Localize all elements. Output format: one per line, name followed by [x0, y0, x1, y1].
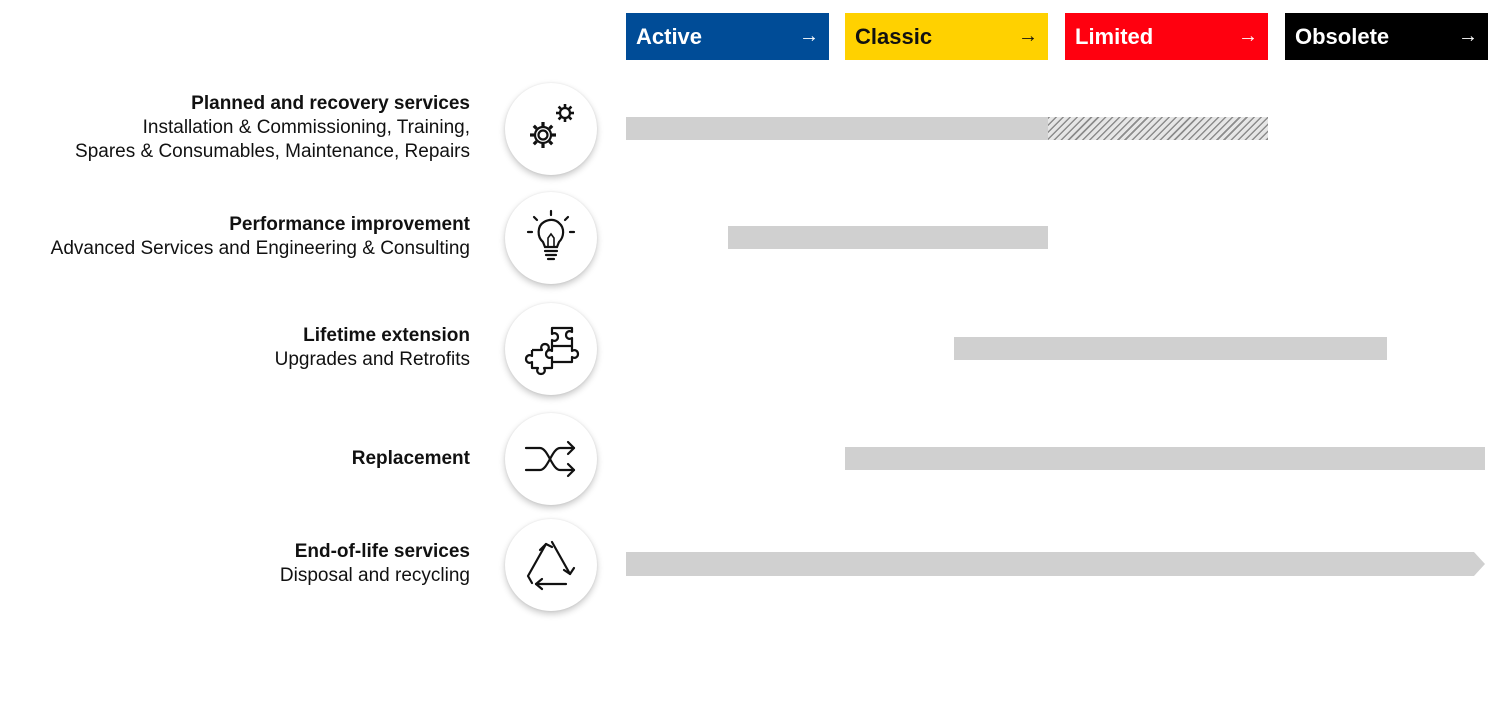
arrow-right-icon: →: [1238, 25, 1258, 47]
service-title: End-of-life services: [294, 541, 470, 562]
phase-active: Active →: [626, 13, 829, 60]
service-title: Lifetime extension: [303, 325, 470, 346]
service-performance-improvement-text: Performance improvement Advanced Service…: [0, 213, 470, 261]
service-description: Advanced Services and Engineering & Cons…: [50, 238, 470, 259]
coverage-bar-planned-recovery-limited: [1048, 117, 1268, 140]
service-title: Replacement: [351, 448, 470, 469]
service-description: Upgrades and Retrofits: [274, 349, 470, 370]
phase-obsolete: Obsolete →: [1285, 13, 1488, 60]
service-title: Planned and recovery services: [191, 93, 470, 114]
coverage-bar-replacement: [845, 447, 1485, 470]
phase-label: Classic: [855, 23, 933, 49]
arrow-right-icon: →: [1018, 25, 1038, 47]
service-replacement-text: Replacement: [0, 447, 470, 471]
puzzle-icon: [505, 303, 597, 395]
lightbulb-icon: [505, 192, 597, 284]
coverage-bar-performance-improvement: [728, 226, 1048, 249]
service-description: Disposal and recycling: [279, 565, 470, 586]
service-title: Performance improvement: [229, 214, 470, 235]
phase-label: Obsolete: [1295, 23, 1390, 49]
phase-classic: Classic →: [845, 13, 1048, 60]
service-description: Spares & Consumables, Maintenance, Repai…: [75, 141, 470, 162]
gears-icon: [505, 83, 597, 175]
phase-label: Limited: [1075, 23, 1154, 49]
shuffle-icon: [505, 413, 597, 505]
recycle-icon: [505, 519, 597, 611]
coverage-bar-planned-recovery: [626, 117, 1048, 140]
service-lifetime-extension-text: Lifetime extension Upgrades and Retrofit…: [0, 324, 470, 372]
coverage-bar-lifetime-extension: [954, 337, 1387, 360]
service-description: Installation & Commissioning, Training,: [142, 117, 470, 138]
service-end-of-life-text: End-of-life services Disposal and recycl…: [0, 540, 470, 588]
coverage-bar-end-of-life: [626, 552, 1485, 576]
phase-limited: Limited →: [1065, 13, 1268, 60]
service-planned-recovery-text: Planned and recovery services Installati…: [0, 92, 470, 164]
phase-label: Active: [636, 23, 703, 49]
arrow-right-icon: →: [1458, 25, 1478, 47]
arrow-right-icon: →: [799, 25, 819, 47]
